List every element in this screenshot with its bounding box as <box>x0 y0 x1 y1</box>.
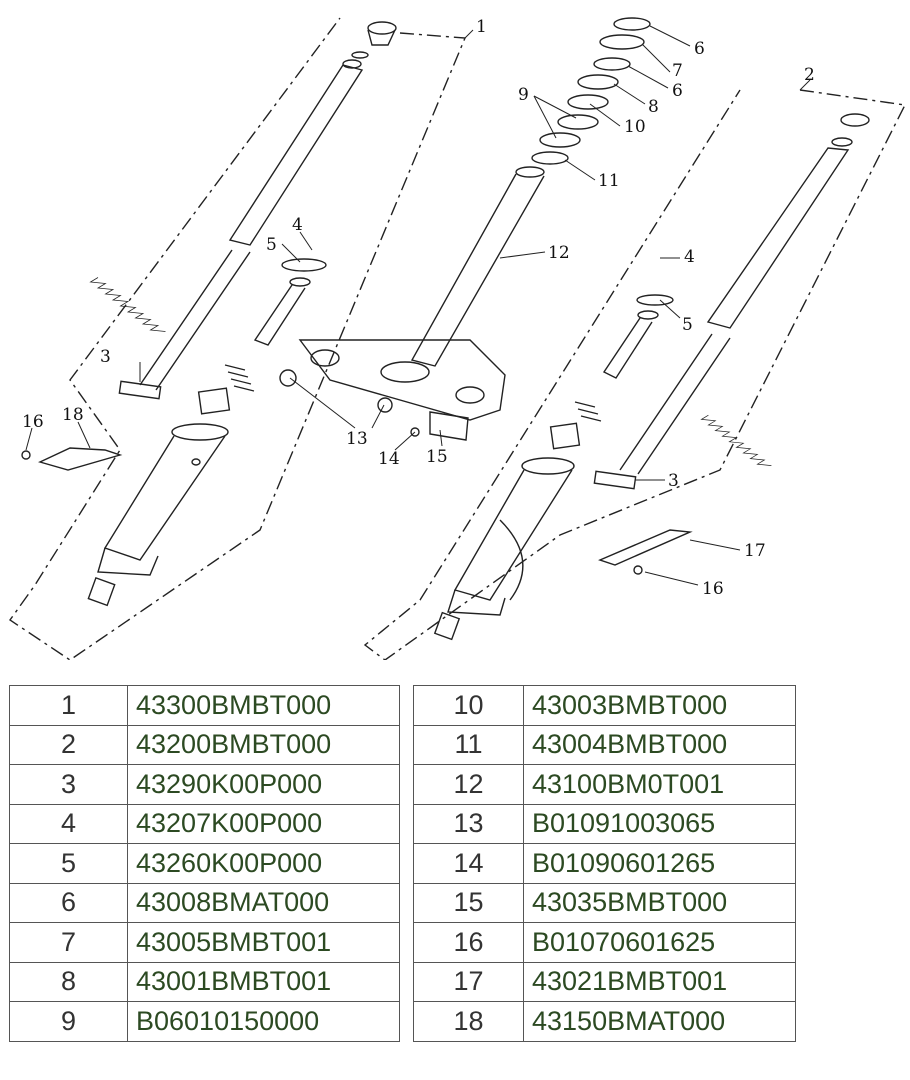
part-code: 43100BM0T001 <box>523 764 796 805</box>
part-number: 14 <box>413 843 524 884</box>
callout-5-right: 5 <box>682 315 693 335</box>
callout-4-left: 4 <box>292 215 303 235</box>
callout-3-left: 3 <box>100 347 111 367</box>
part-code: 43200BMBT000 <box>127 724 400 765</box>
callout-6-top: 6 <box>694 39 705 59</box>
left-damper-rod <box>197 258 327 415</box>
part-code: 43207K00P000 <box>127 803 400 844</box>
column-gap <box>399 804 414 844</box>
part-number: 13 <box>413 803 524 844</box>
exploded-fork-diagram: 1 2 3 4 5 6 7 6 8 9 10 11 12 4 5 3 16 18… <box>9 17 907 660</box>
part-code: 43021BMBT001 <box>523 961 796 1002</box>
callout-3-right: 3 <box>668 471 679 491</box>
part-number: 18 <box>413 1001 524 1042</box>
part-code: B01070601625 <box>523 922 796 963</box>
part-number: 12 <box>413 764 524 805</box>
callout-10: 10 <box>624 117 646 137</box>
brake-hose-bracket-left <box>38 447 123 471</box>
part-number: 16 <box>413 922 524 963</box>
callout-9: 9 <box>518 85 529 105</box>
part-code: 43001BMBT001 <box>127 961 400 1002</box>
callout-6-second: 6 <box>672 81 683 101</box>
left-fork-outline <box>9 17 467 660</box>
callout-15: 15 <box>426 447 448 467</box>
part-number: 15 <box>413 882 524 923</box>
part-code: 43003BMBT000 <box>523 685 796 726</box>
column-gap <box>399 843 414 883</box>
callout-8: 8 <box>648 97 659 117</box>
column-gap <box>399 764 414 804</box>
part-number: 10 <box>413 685 524 726</box>
part-code: 43008BMAT000 <box>127 882 400 923</box>
part-code: B01090601265 <box>523 843 796 884</box>
column-gap <box>399 725 414 765</box>
part-code: 43005BMBT001 <box>127 922 400 963</box>
part-number: 2 <box>9 724 128 765</box>
callout-2: 2 <box>804 65 815 85</box>
part-number: 4 <box>9 803 128 844</box>
callout-17: 17 <box>744 541 766 561</box>
callout-4-right: 4 <box>684 247 695 267</box>
part-number: 1 <box>9 685 128 726</box>
steering-stem-assembly <box>279 17 651 441</box>
callout-16-right: 16 <box>702 579 724 599</box>
part-code: B06010150000 <box>127 1001 400 1042</box>
callout-16-left: 16 <box>22 412 44 432</box>
part-number: 5 <box>9 843 128 884</box>
part-number: 6 <box>9 882 128 923</box>
part-code: 43290K00P000 <box>127 764 400 805</box>
part-number: 11 <box>413 724 524 765</box>
part-code: 43300BMBT000 <box>127 685 400 726</box>
right-damper-rod <box>549 294 674 450</box>
part-code: 43004BMBT000 <box>523 724 796 765</box>
part-number: 3 <box>9 764 128 805</box>
left-fork-assembly <box>87 21 397 607</box>
callout-18: 18 <box>62 405 84 425</box>
brake-hose-bracket-right <box>598 529 693 566</box>
column-gap <box>399 922 414 962</box>
callout-14: 14 <box>378 449 400 469</box>
callout-12: 12 <box>548 243 570 263</box>
callout-1: 1 <box>476 17 487 37</box>
part-code: 43035BMBT000 <box>523 882 796 923</box>
column-gap <box>399 883 414 923</box>
column-gap <box>399 1001 414 1041</box>
callout-7: 7 <box>672 61 683 81</box>
column-gap <box>399 685 414 725</box>
part-number: 8 <box>9 961 128 1002</box>
right-fork-outline <box>363 89 907 660</box>
part-number: 9 <box>9 1001 128 1042</box>
part-number: 7 <box>9 922 128 963</box>
part-code: B01091003065 <box>523 803 796 844</box>
callout-5-left: 5 <box>266 235 277 255</box>
callout-13: 13 <box>346 429 368 449</box>
part-number: 17 <box>413 961 524 1002</box>
part-code: 43150BMAT000 <box>523 1001 796 1042</box>
column-gap <box>399 962 414 1002</box>
right-fork-assembly <box>433 113 870 641</box>
part-code: 43260K00P000 <box>127 843 400 884</box>
callout-11: 11 <box>598 171 620 191</box>
